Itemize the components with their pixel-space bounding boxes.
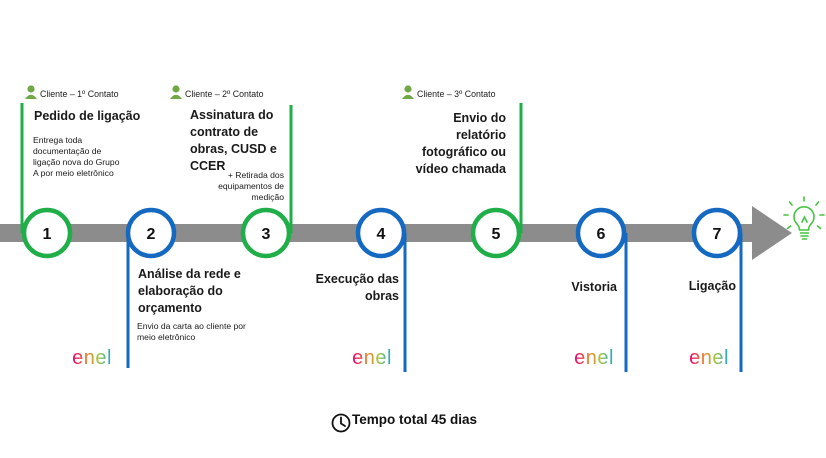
enel-logo: enel [72, 347, 112, 369]
step1-description: Entrega toda documentação de ligação nov… [33, 135, 120, 178]
contact-label-1: Cliente – 1º Contato [40, 89, 119, 99]
total-time-label: Tempo total 45 dias [352, 412, 478, 427]
enel-logo: enel [352, 347, 392, 369]
step3-circle [240, 207, 292, 259]
person-icon [25, 85, 37, 99]
enel-logo: enel [689, 347, 729, 369]
step6-circle [575, 207, 627, 259]
step4-title: Execução das obras [315, 272, 399, 303]
step1-title: Pedido de ligação [34, 109, 141, 123]
lightbulb-icon [783, 196, 825, 240]
contact-label-2: Cliente – 2º Contato [185, 89, 264, 99]
step4-circle [355, 207, 407, 259]
step2-description: Envio da carta ao cliente por meio eletr… [137, 321, 246, 342]
step1-circle [21, 207, 73, 259]
step3-title: Assinatura do contrato de obras, CUSD e … [190, 108, 277, 173]
step7-number: 7 [713, 226, 722, 243]
timeline-arrow-head [752, 206, 792, 260]
person-icon [170, 85, 182, 99]
clock-icon [331, 413, 351, 433]
step5-title: Envio do relatório fotográfico ou vídeo … [415, 111, 506, 176]
total-time: Tempo total 45 dias [330, 412, 477, 427]
step2-number: 2 [147, 226, 156, 243]
step3-description: + Retirada dos equipamentos de medição [218, 170, 284, 202]
step3-number: 3 [262, 226, 271, 243]
person-icon [402, 85, 414, 99]
step6-title: Vistoria [571, 280, 617, 294]
step5-number: 5 [492, 226, 501, 243]
step5-circle [470, 207, 522, 259]
step4-number: 4 [377, 226, 386, 243]
step2-title: Análise da rede e elaboração do orçament… [138, 267, 241, 315]
step7-circle [691, 207, 743, 259]
step7-title: Ligação [688, 279, 736, 293]
contact-label-3: Cliente – 3º Contato [417, 89, 496, 99]
step1-number: 1 [43, 226, 52, 243]
step6-number: 6 [597, 226, 606, 243]
enel-logo: enel [574, 347, 614, 369]
step2-circle [125, 207, 177, 259]
